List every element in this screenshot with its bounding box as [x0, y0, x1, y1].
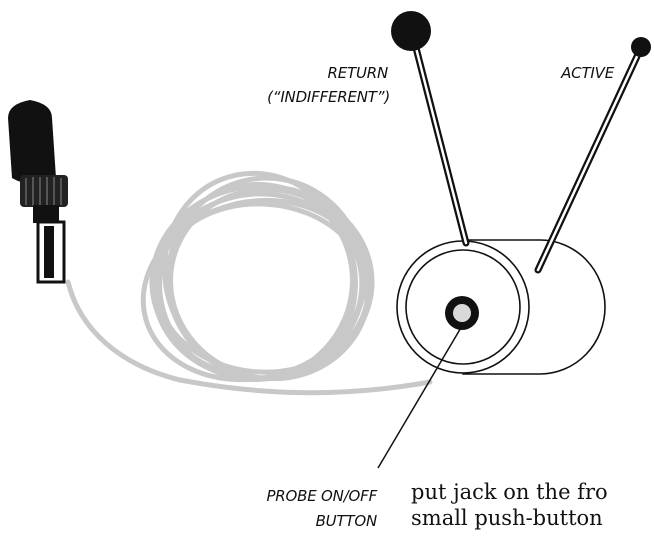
probe-body [396, 239, 606, 375]
active-electrode [534, 37, 651, 274]
probe-leader-line [377, 325, 463, 469]
cable-coil [165, 175, 367, 381]
return-electrode [391, 11, 470, 247]
cable-coil [157, 181, 355, 383]
body-text-line-1: put jack on the fro [411, 480, 608, 504]
cable-coil [153, 201, 371, 375]
return-label: RETURN [328, 64, 389, 82]
active-label: ACTIVE [560, 64, 615, 82]
probe-button-label: PROBE ON/OFF [266, 487, 377, 505]
jack-connector [8, 100, 68, 284]
active-ball-tip [631, 37, 651, 57]
return-ball-tip [391, 11, 431, 51]
probe-button-label-secondary: BUTTON [316, 512, 377, 530]
body-text-line-2: small push-button [411, 506, 603, 530]
return-label-secondary: (“INDIFFERENT”) [267, 88, 390, 106]
cable-lead [65, 279, 433, 396]
cable-coil [140, 197, 368, 383]
probe-face-ring [405, 249, 521, 365]
coiled-cable [65, 170, 433, 396]
